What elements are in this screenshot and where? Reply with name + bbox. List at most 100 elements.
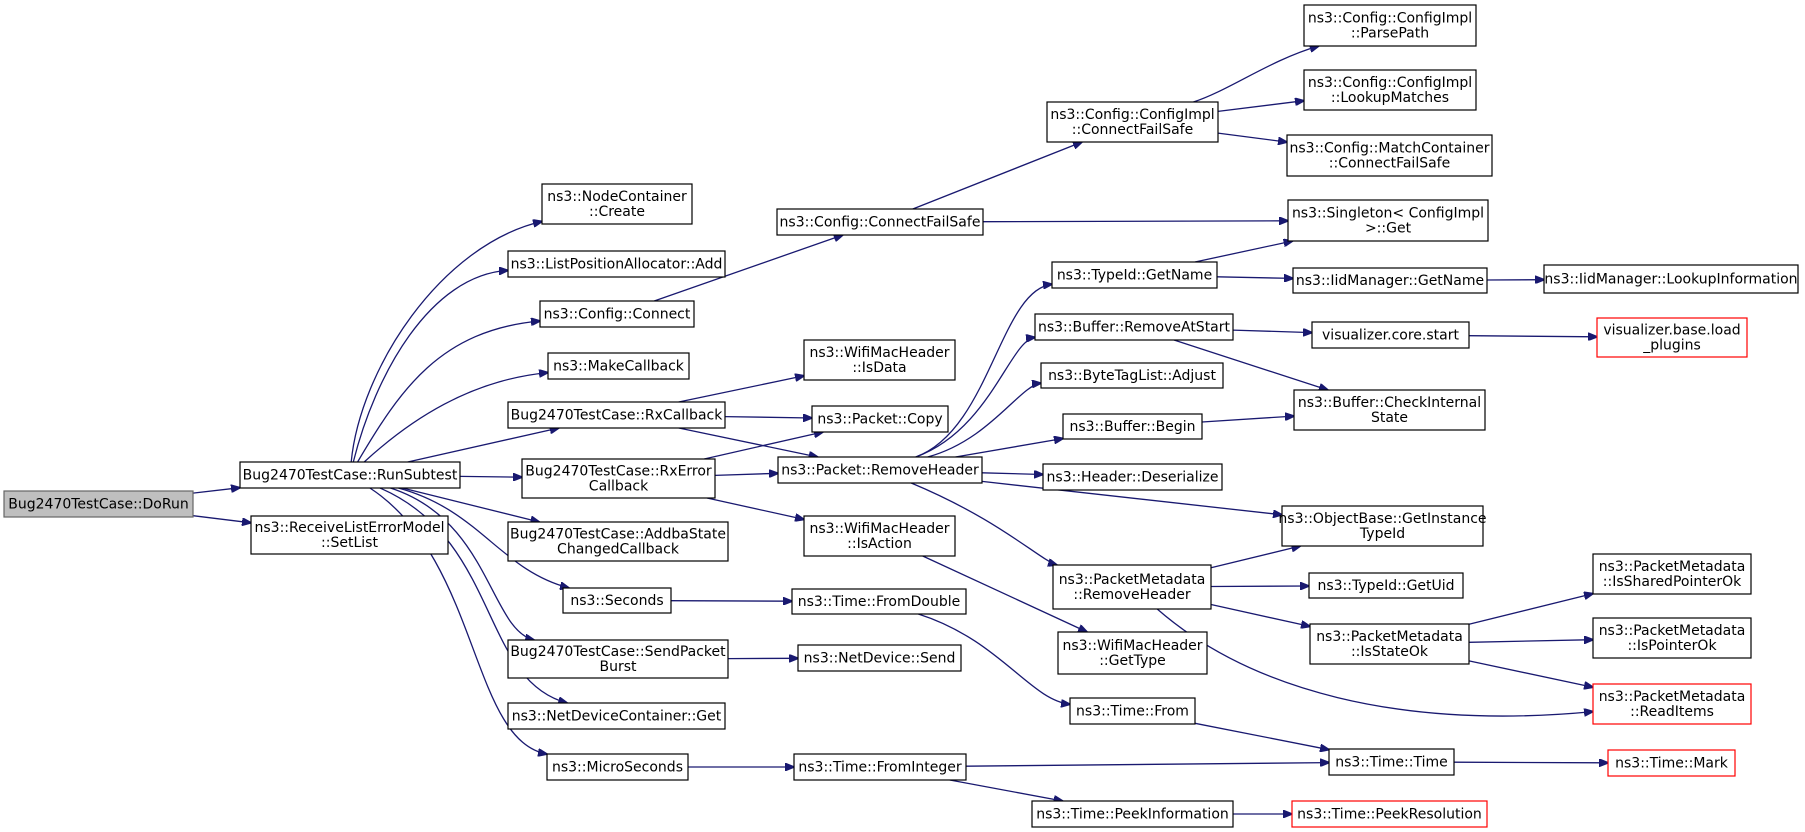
edge-pkt_rmhdr-to-btl_adjust: [927, 383, 1041, 458]
node-time_peekres[interactable]: ns3::Time::PeekResolution: [1291, 800, 1488, 828]
node-box: [1062, 413, 1203, 440]
edge-pm_rmhdr-to-ob_getinst: [1210, 546, 1300, 569]
node-label: State: [1371, 410, 1408, 426]
node-runsubtest[interactable]: Bug2470TestCase::RunSubtest: [239, 461, 461, 489]
node-tid_getuid[interactable]: ns3::TypeId::GetUid: [1308, 572, 1464, 599]
node-iid_getname[interactable]: ns3::IidManager::GetName: [1292, 267, 1488, 294]
edge-dorun-to-runsubtest: [192, 488, 240, 494]
node-box: [250, 515, 449, 555]
node-addba[interactable]: Bug2470TestCase::AddbaStateChangedCallba…: [507, 521, 729, 562]
node-box: [1057, 631, 1208, 675]
node-label: ns3::NetDeviceContainer::Get: [512, 709, 722, 725]
node-cfg_connect[interactable]: ns3::Config::Connect: [539, 300, 695, 328]
node-box: [1069, 697, 1196, 725]
node-rxcallback[interactable]: Bug2470TestCase::RxCallback: [507, 401, 726, 429]
node-tid_getname[interactable]: ns3::TypeId::GetName: [1051, 261, 1218, 289]
node-iid_lookupinfo[interactable]: ns3::IidManager::LookupInformation: [1543, 264, 1799, 294]
node-box: [1051, 261, 1218, 289]
node-pm_rmhdr[interactable]: ns3::PacketMetadata::RemoveHeader: [1052, 564, 1212, 610]
node-box: [507, 521, 729, 562]
node-label: ns3::PacketMetadata: [1599, 689, 1746, 705]
node-label: ns3::Time::FromDouble: [798, 594, 961, 610]
node-microseconds[interactable]: ns3::MicroSeconds: [546, 753, 689, 781]
node-box: [803, 515, 956, 557]
node-singleton_get[interactable]: ns3::Singleton< ConfigImpl>::Get: [1287, 199, 1489, 242]
node-time_from[interactable]: ns3::Time::From: [1069, 697, 1196, 725]
node-time_peekinfo[interactable]: ns3::Time::PeekInformation: [1031, 800, 1234, 828]
node-label: ns3::Singleton< ConfigImpl: [1292, 206, 1484, 222]
node-pm_isstateok[interactable]: ns3::PacketMetadata::IsStateOk: [1309, 623, 1470, 665]
node-btl_adjust[interactable]: ns3::ByteTagList::Adjust: [1040, 362, 1224, 389]
node-pm_ispointer[interactable]: ns3::PacketMetadata::IsPointerOk: [1592, 617, 1752, 659]
node-buf_rmstart[interactable]: ns3::Buffer::RemoveAtStart: [1034, 313, 1234, 341]
node-box: [1607, 749, 1736, 777]
node-time_fromdouble[interactable]: ns3::Time::FromDouble: [791, 588, 967, 615]
edge-pkt_rmhdr-to-pm_rmhdr: [910, 482, 1057, 565]
node-nc_create[interactable]: ns3::NodeContainer::Create: [541, 183, 693, 225]
node-pm_readitems[interactable]: ns3::PacketMetadata::ReadItems: [1592, 683, 1752, 725]
node-nd_send[interactable]: ns3::NetDevice::Send: [797, 644, 962, 672]
node-wmh_isdata[interactable]: ns3::WifiMacHeader::IsData: [803, 339, 956, 381]
node-wmh_gettype[interactable]: ns3::WifiMacHeader::GetType: [1057, 631, 1208, 675]
node-label: ns3::ListPositionAllocator::Add: [511, 257, 723, 273]
nodes-layer: Bug2470TestCase::DoRun Bug2470TestCase::R…: [3, 4, 1799, 828]
node-label: ns3::WifiMacHeader: [1062, 638, 1202, 654]
edge-runsubtest-to-cfg_connect: [357, 321, 540, 463]
node-time_mark[interactable]: ns3::Time::Mark: [1607, 749, 1736, 777]
node-vis_loadplugins[interactable]: visualizer.base.load_plugins: [1596, 317, 1748, 358]
edge-cfg_connect-to-cfg_cfs: [653, 235, 843, 302]
node-dorun[interactable]: Bug2470TestCase::DoRun: [3, 490, 194, 518]
edge-dorun-to-setlist: [192, 515, 251, 523]
node-box: [803, 339, 956, 381]
node-vis_start[interactable]: visualizer.core.start: [1311, 321, 1470, 349]
edge-rxcallback-to-pkt_copy: [724, 417, 812, 418]
node-buf_begin[interactable]: ns3::Buffer::Begin: [1062, 413, 1203, 440]
edge-time_time-to-time_mark: [1453, 762, 1608, 763]
node-setlist[interactable]: ns3::ReceiveListErrorModel::SetList: [250, 515, 449, 555]
node-pkt_rmhdr[interactable]: ns3::Packet::RemoveHeader: [777, 456, 983, 484]
node-cfg_cfs[interactable]: ns3::Config::ConnectFailSafe: [776, 208, 984, 236]
node-makecallback[interactable]: ns3::MakeCallback: [547, 352, 690, 380]
node-wmh_isaction[interactable]: ns3::WifiMacHeader::IsAction: [803, 515, 956, 557]
node-label: ns3::Header::Deserialize: [1047, 470, 1219, 486]
edge-cfg_cfs-to-ci_cfs: [912, 142, 1082, 210]
node-pm_isshared[interactable]: ns3::PacketMetadata::IsSharedPointerOk: [1592, 553, 1752, 595]
edge-pkt_rmhdr-to-tid_getname: [915, 284, 1052, 458]
node-box: [507, 401, 726, 429]
node-label: ns3::Time::FromInteger: [798, 760, 961, 776]
node-label: ns3::PacketMetadata: [1316, 629, 1463, 645]
node-box: [547, 352, 690, 380]
edge-time_fromint-to-time_peekinfo: [949, 779, 1063, 801]
node-ndc_get[interactable]: ns3::NetDeviceContainer::Get: [507, 702, 726, 730]
node-label: ns3::PacketMetadata: [1059, 572, 1206, 588]
node-hdr_deser[interactable]: ns3::Header::Deserialize: [1042, 463, 1223, 491]
node-lpa_add[interactable]: ns3::ListPositionAllocator::Add: [507, 250, 726, 278]
node-label: ns3::ObjectBase::GetInstance: [1278, 511, 1486, 527]
node-pkt_copy[interactable]: ns3::Packet::Copy: [811, 405, 949, 433]
node-ci_lookup[interactable]: ns3::Config::ConfigImpl::LookupMatches: [1303, 69, 1477, 111]
node-label: ::ParsePath: [1351, 26, 1429, 42]
node-ci_parsepath[interactable]: ns3::Config::ConfigImpl::ParsePath: [1303, 4, 1477, 47]
node-label: ns3::Time::PeekInformation: [1036, 807, 1229, 823]
node-box: [1328, 748, 1455, 776]
node-label: ns3::ReceiveListErrorModel: [255, 520, 445, 536]
node-box: [1291, 800, 1488, 828]
node-box: [1031, 800, 1234, 828]
node-time_time[interactable]: ns3::Time::Time: [1328, 748, 1455, 776]
node-seconds[interactable]: ns3::Seconds: [562, 587, 672, 614]
node-label: Bug2470TestCase::SendPacket: [510, 644, 726, 660]
edge-runsubtest-to-lpa_add: [352, 270, 508, 463]
node-ci_cfs[interactable]: ns3::Config::ConfigImpl::ConnectFailSafe: [1046, 101, 1219, 143]
node-mc_cfs[interactable]: ns3::Config::MatchContainer::ConnectFail…: [1286, 134, 1493, 177]
node-label: TypeId: [1359, 526, 1405, 542]
edge-pkt_rmhdr-to-buf_rmstart: [915, 337, 1035, 458]
node-label: ns3::Config::ConfigImpl: [1308, 11, 1472, 27]
node-label: ::IsAction: [847, 536, 912, 552]
node-label: >::Get: [1365, 221, 1412, 237]
node-label: ns3::Config::ConnectFailSafe: [780, 215, 981, 231]
node-time_fromint[interactable]: ns3::Time::FromInteger: [793, 753, 967, 781]
